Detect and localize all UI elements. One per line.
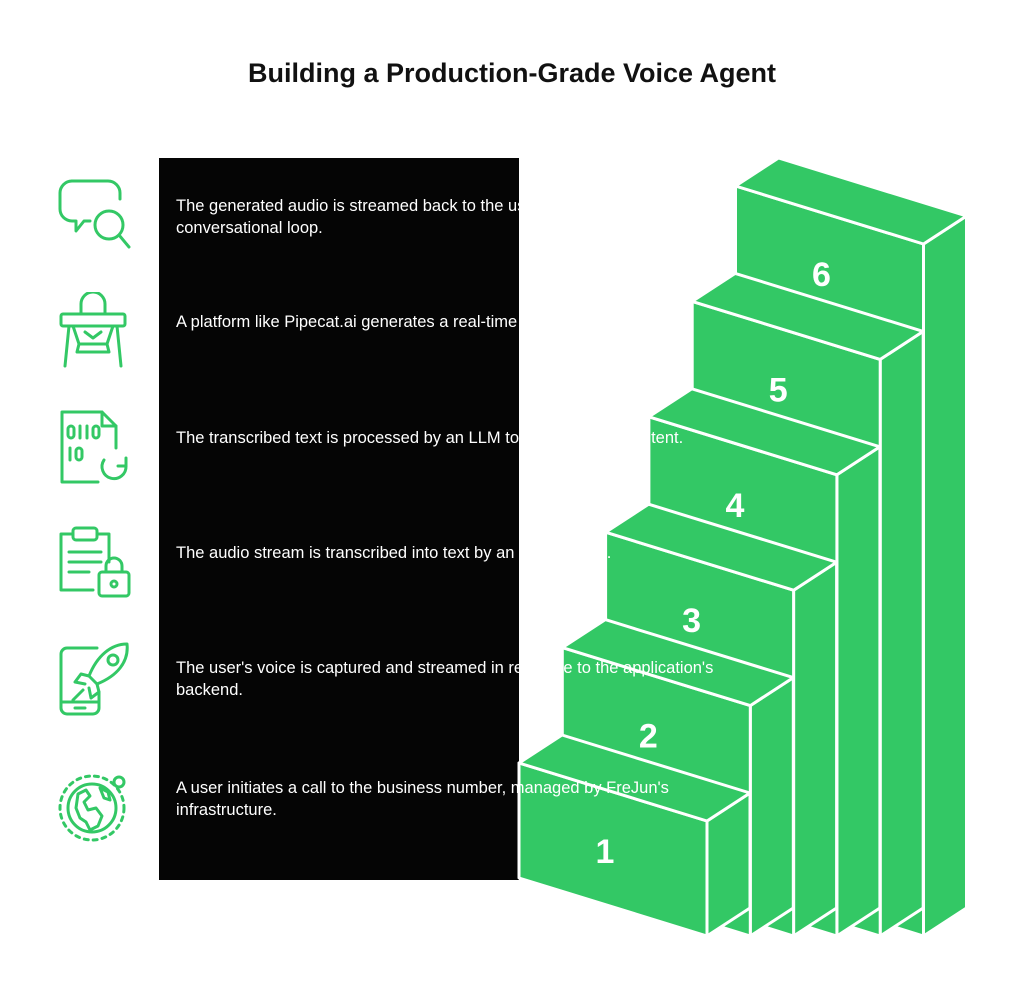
step-2-text: The user's voice is captured and streame… — [176, 659, 714, 699]
step-number-1: 1 — [596, 833, 615, 871]
binary-file-icon — [56, 408, 134, 486]
stair-side-2 — [748, 676, 795, 938]
step-number-5: 5 — [769, 371, 788, 409]
stair-top-1 — [517, 733, 752, 823]
stair-side-3 — [792, 560, 839, 938]
step-3-text: The audio stream is transcribed into tex… — [176, 544, 612, 562]
globe-icon — [56, 768, 134, 846]
stair-side-5 — [878, 329, 925, 938]
step-number-3: 3 — [682, 602, 701, 640]
text-panel — [159, 158, 519, 880]
page-title: Building a Production-Grade Voice Agent — [247, 58, 777, 88]
step-4-text: The transcribed text is processed by an … — [176, 429, 684, 447]
step-6-text: The generated audio is streamed back to … — [176, 197, 656, 237]
step-5-text: A platform like Pipecat.ai generates a r… — [176, 313, 640, 331]
phone-rocket-icon — [55, 640, 133, 718]
stair-top-3 — [604, 502, 839, 592]
stair-side-4 — [835, 445, 882, 938]
step-number-4: 4 — [725, 487, 744, 525]
stair-top-2 — [560, 618, 795, 708]
clipboard-lock-icon — [55, 524, 133, 602]
stair-top-6 — [734, 156, 968, 246]
step-number-2: 2 — [639, 718, 658, 756]
high-chair-icon — [55, 292, 133, 370]
step-1-text: A user initiates a call to the business … — [176, 779, 669, 819]
stair-top-4 — [647, 387, 882, 477]
stair-top-5 — [690, 271, 925, 361]
chat-search-icon — [54, 175, 132, 253]
step-number-6: 6 — [812, 256, 831, 294]
stair-side-6 — [922, 214, 968, 938]
